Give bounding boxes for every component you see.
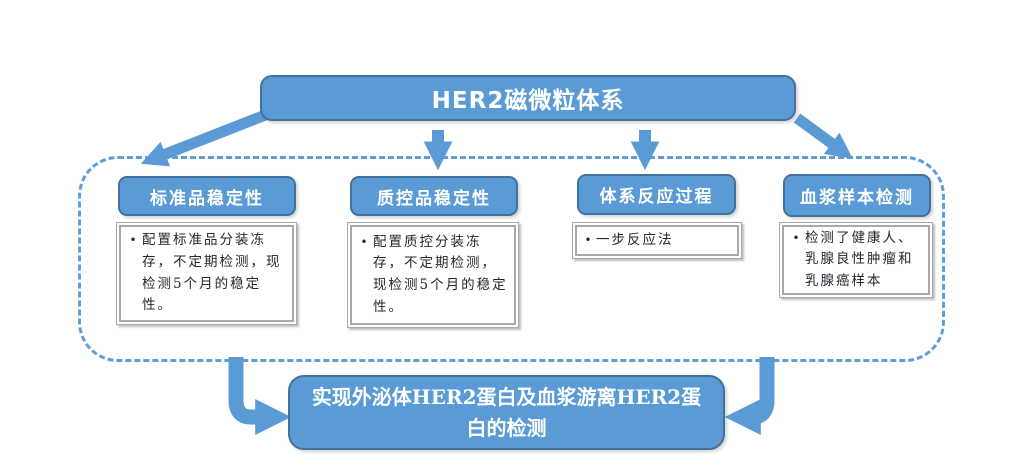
group-content-qc-stability: • 配置质控分装冻存，不定期检测，现检测5个月的稳定性。 [347, 222, 519, 328]
bullet-text: 检测了健康人、乳腺良性肿瘤和乳腺癌样本 [805, 229, 914, 289]
arrow-right-to-result [724, 357, 775, 436]
group-header-plasma-sample-test: 血浆样本检测 [783, 174, 931, 217]
group-content-reaction-process: • 一步反应法 [572, 222, 742, 259]
group-header-label: 质控品稳定性 [377, 188, 491, 209]
bullet-item: • 检测了健康人、乳腺良性肿瘤和乳腺癌样本 [789, 228, 923, 293]
result-node-label: 实现外泌体HER2蛋白及血浆游离HER2蛋白的检测 [311, 384, 702, 440]
content-frame: • 配置质控分装冻存，不定期检测，现检测5个月的稳定性。 [350, 225, 516, 325]
bullet-icon: • [792, 230, 802, 245]
group-header-label: 血浆样本检测 [800, 188, 914, 208]
group-content-standard-stability: • 配置标准品分装冻存，不定期检测，现检测5个月的稳定性。 [116, 222, 297, 325]
group-header-label: 标准品稳定性 [150, 188, 264, 209]
bullet-icon: • [129, 233, 139, 248]
content-frame: • 检测了健康人、乳腺良性肿瘤和乳腺癌样本 [782, 225, 930, 295]
bullet-item: • 配置标准品分装冻存，不定期检测，现检测5个月的稳定性。 [126, 230, 287, 316]
group-header-label: 体系反应过程 [599, 187, 714, 207]
group-content-plasma-sample-test: • 检测了健康人、乳腺良性肿瘤和乳腺癌样本 [779, 222, 933, 298]
group-header-qc-stability: 质控品稳定性 [350, 176, 518, 216]
arrow-root-to-group1 [140, 108, 271, 167]
bullet-item: • 配置质控分装冻存，不定期检测，现检测5个月的稳定性。 [357, 232, 509, 318]
result-node-detection-goal: 实现外泌体HER2蛋白及血浆游离HER2蛋白的检测 [288, 375, 725, 450]
bullet-icon: • [584, 232, 594, 247]
arrow-left-to-result [228, 357, 292, 436]
bullet-text: 配置质控分装冻存，不定期检测，现检测5个月的稳定性。 [373, 233, 508, 315]
bullet-text: 一步反应法 [596, 231, 674, 248]
bullet-text: 配置标准品分装冻存，不定期检测，现检测5个月的稳定性。 [142, 232, 282, 314]
content-frame: • 一步反应法 [575, 225, 739, 256]
group-header-standard-stability: 标准品稳定性 [118, 176, 296, 216]
bullet-icon: • [360, 234, 370, 249]
root-node-label: HER2磁微粒体系 [431, 88, 625, 114]
dashed-group-container [78, 156, 945, 362]
arrow-root-to-group4 [793, 113, 853, 159]
bullet-item: • 一步反应法 [582, 230, 674, 252]
content-frame: • 配置标准品分装冻存，不定期检测，现检测5个月的稳定性。 [119, 225, 294, 322]
root-node-her2-system: HER2磁微粒体系 [260, 75, 796, 121]
group-header-reaction-process: 体系反应过程 [577, 174, 736, 215]
